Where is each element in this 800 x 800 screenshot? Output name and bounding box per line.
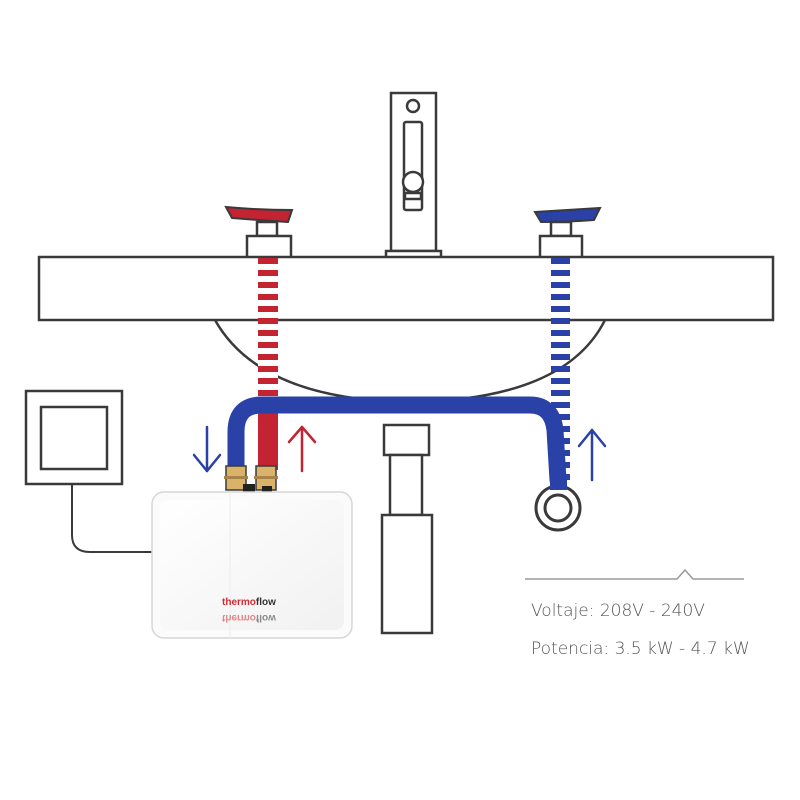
svg-text:thermoflow: thermoflow — [222, 597, 276, 608]
drain-trap — [380, 423, 434, 635]
faucet — [384, 91, 443, 260]
arrow-down-icon — [192, 425, 222, 473]
angle-stop-valve — [534, 480, 582, 532]
cold-supply-pipe — [227, 396, 567, 489]
cold-valve — [533, 206, 602, 260]
logo-reflection-bold: thermo — [222, 612, 256, 623]
wall-switch — [24, 389, 124, 486]
countertop — [37, 255, 775, 322]
logo-light-text: flow — [256, 597, 276, 608]
heater-fittings — [224, 465, 278, 496]
voltage-spec: Voltaje: 208V - 240V — [531, 601, 705, 621]
arrow-up-icon — [577, 428, 607, 482]
logo-bold-text: thermo — [222, 597, 256, 608]
power-cable — [71, 484, 152, 553]
water-heater-unit — [151, 491, 353, 639]
spec-divider — [525, 568, 744, 580]
thermoflow-logo: thermoflow thermoflow — [222, 597, 276, 623]
hot-water-line — [258, 258, 278, 470]
hot-valve — [224, 205, 294, 260]
logo-reflection-light: flow — [256, 612, 276, 623]
arrow-up-icon — [287, 425, 317, 473]
svg-text:thermoflow: thermoflow — [222, 612, 276, 623]
power-spec: Potencia: 3.5 kW - 4.7 kW — [531, 639, 750, 659]
